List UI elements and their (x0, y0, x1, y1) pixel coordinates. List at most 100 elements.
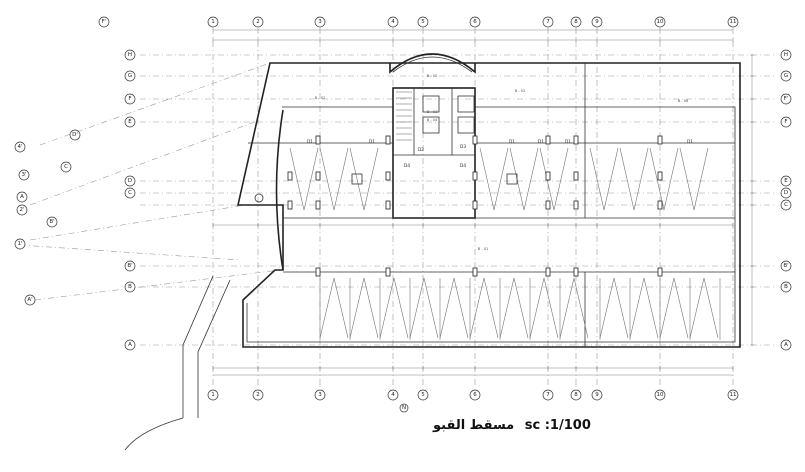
row-axis-B-left: B (124, 281, 136, 293)
column-axis-6-bottom: 6 (469, 389, 481, 401)
round-drain (254, 193, 264, 203)
elevator-1 (422, 95, 440, 113)
door-label: D2 (418, 147, 424, 153)
column-axis-label: 5 (421, 392, 425, 398)
diagonal-axis-1': 1' (14, 238, 26, 250)
curved-bay-inner (392, 56, 473, 73)
row-axis-A-right: A (780, 339, 792, 351)
column-axis-label: 8 (574, 392, 578, 398)
row-axis-label: F (128, 96, 131, 102)
plan-title: مسقط القبو (433, 418, 515, 433)
row-axis-label: D (128, 178, 132, 184)
column-axis-label: 6 (473, 392, 477, 398)
column-axis-4-bottom: 4 (387, 389, 399, 401)
row-axis-E-left: E (124, 116, 136, 128)
row-axis-label: E (128, 119, 132, 125)
room-label: B - 02 (315, 96, 326, 100)
room-label: B - 02 (515, 89, 526, 93)
door-label: D1 (538, 139, 544, 145)
row-axis-label: D (784, 190, 788, 196)
diagonal-axis-A': A' (24, 294, 36, 306)
column-axis-label: 2 (256, 19, 260, 25)
row-axis-C-left: C (124, 187, 136, 199)
diagonal-axis-3': 3' (18, 169, 30, 181)
north-arrow: N (399, 403, 409, 413)
row-axis-label: E (784, 178, 788, 184)
door-label: D4 (460, 163, 466, 169)
row-axis-B'-left: B' (124, 260, 136, 272)
column-axis-label: 3 (318, 19, 322, 25)
column-axis-1-top: 1 (207, 16, 219, 28)
row-axis-label: H (784, 52, 788, 58)
column-axis-label: 5 (421, 19, 425, 25)
column-axis-label: 3 (318, 392, 322, 398)
shaft-right (506, 173, 518, 185)
diagonal-axis-label: A (20, 194, 24, 200)
column-axis-label: 4 (391, 19, 395, 25)
column-axis-label: 8 (574, 19, 578, 25)
door-label: D1 (307, 139, 313, 145)
ramp-curve (124, 417, 184, 451)
room-label: B - 01 (478, 247, 489, 251)
door-label: D1 (687, 139, 693, 145)
door-label: D1 (565, 139, 571, 145)
row-axis-F'-right: F' (780, 93, 792, 105)
column-axis-6-top: 6 (469, 16, 481, 28)
door-label: D1 (369, 139, 375, 145)
row-axis-label: A (128, 342, 132, 348)
column-axis-4-top: 4 (387, 16, 399, 28)
column-axis-label: 2 (256, 392, 260, 398)
door-label: D3 (460, 144, 466, 150)
row-axis-F'-left: F' (98, 16, 110, 28)
column-axis-11-bottom: 11 (727, 389, 739, 401)
column-axis-label: 9 (595, 19, 599, 25)
row-axis-label: B' (127, 263, 132, 269)
elevator-2 (422, 116, 440, 134)
plan-scale: sc :1/100 (524, 418, 591, 433)
row-axis-H-left: H (124, 49, 136, 61)
row-axis-label: G (784, 73, 788, 79)
column-axis-label: 7 (546, 392, 550, 398)
row-axis-label: B (128, 284, 132, 290)
outer-wall (236, 62, 741, 348)
diagonal-axis-label: C (64, 164, 68, 170)
row-axis-C-right: C (780, 199, 792, 211)
elevator-3 (457, 95, 475, 113)
shaft-left (351, 173, 363, 185)
diagonal-axis-A: A (16, 191, 28, 203)
column-axis-label: 11 (730, 392, 737, 398)
diagonal-axis-label: 3' (21, 172, 26, 178)
diagonal-axis-label: 2' (19, 207, 24, 213)
row-axis-label: A (784, 342, 788, 348)
diagonal-axis-2': 2' (16, 204, 28, 216)
column-axis-8-top: 8 (570, 16, 582, 28)
central-core (392, 87, 476, 219)
diagonal-axis-label: A' (27, 297, 32, 303)
row-axis-label: F' (784, 96, 789, 102)
column-axis-2-top: 2 (252, 16, 264, 28)
column-axis-10-bottom: 10 (654, 389, 666, 401)
curved-bay-wall (389, 53, 476, 74)
diagonal-axis-label: B' (49, 219, 54, 225)
column-axis-5-top: 5 (417, 16, 429, 28)
column-axis-3-bottom: 3 (314, 389, 326, 401)
room-label: B - 03 (427, 110, 438, 114)
door-label: D1 (509, 139, 515, 145)
column-axis-label: 9 (595, 392, 599, 398)
door-label: D4 (404, 163, 410, 169)
diagonal-axis-C: C (60, 161, 72, 173)
column-axis-7-bottom: 7 (542, 389, 554, 401)
diagonal-axis-D': D' (69, 129, 81, 141)
ramp (182, 275, 231, 418)
row-axis-G-right: G (780, 70, 792, 82)
column-axis-8-bottom: 8 (570, 389, 582, 401)
column-axis-label: 1 (211, 19, 215, 25)
north-arrow-label: N (402, 405, 406, 411)
row-axis-D-left: D (124, 175, 136, 187)
row-axis-label: B' (783, 263, 788, 269)
stairs (396, 91, 412, 141)
row-axis-label: C (784, 202, 788, 208)
